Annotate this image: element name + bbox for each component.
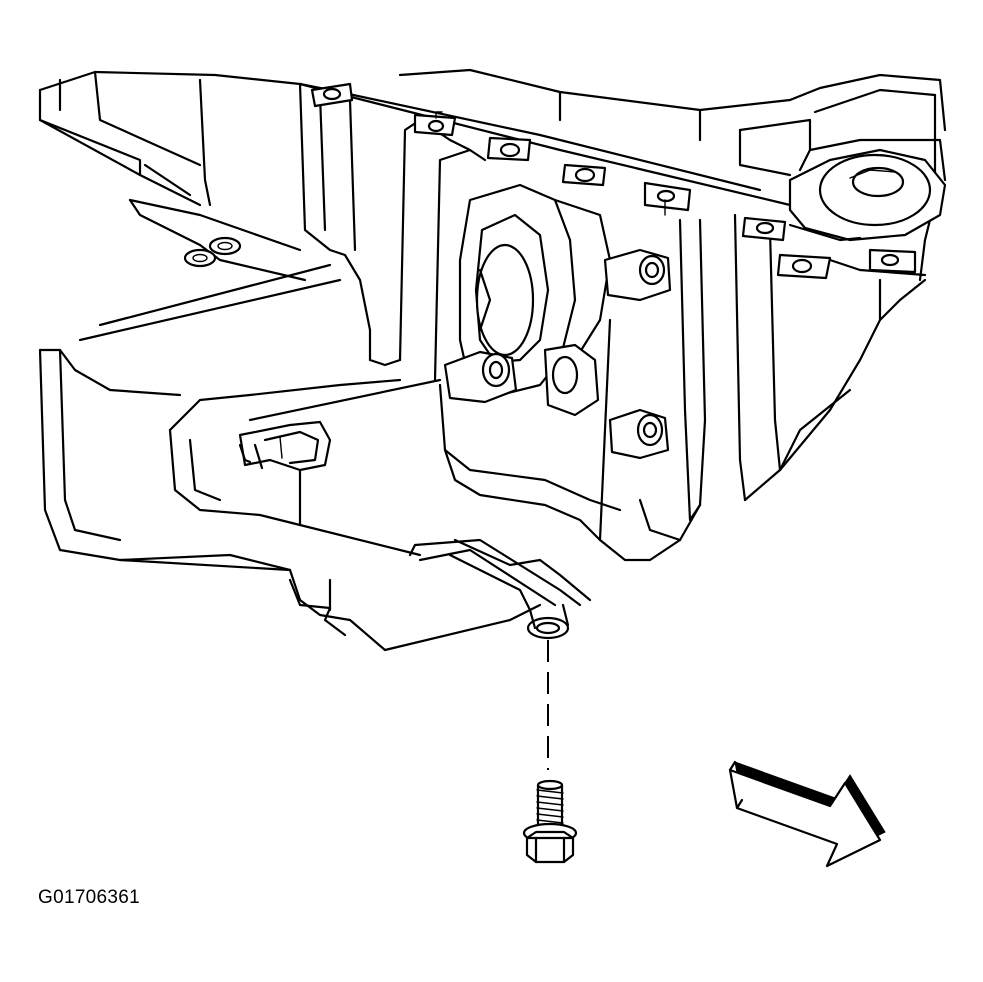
bolt-boss-row (310, 82, 917, 280)
bolt-boss (561, 163, 607, 187)
bolt-boss (310, 82, 354, 108)
oval-drain-mark (183, 236, 242, 268)
bolt-boss (413, 111, 457, 137)
bolt-boss (741, 216, 787, 242)
bolt-boss (868, 248, 917, 274)
bolt-boss (643, 181, 692, 216)
drain-plug-bolt (522, 779, 578, 864)
drain-hole (526, 603, 570, 640)
bolt-boss (486, 136, 532, 162)
oil-level-sensor (238, 420, 332, 472)
front-direction-arrow-icon (728, 760, 886, 868)
engine-block-outline (38, 68, 947, 652)
crankshaft-bore (458, 183, 612, 397)
mount-boss-upper-right (603, 248, 672, 302)
timing-cover-hub (788, 148, 947, 242)
mount-boss-lower-right (608, 408, 670, 460)
mount-boss-left (443, 350, 518, 404)
figure-id-label: G01706361 (38, 887, 141, 908)
mount-boss-center (543, 343, 600, 417)
bolt-boss (776, 253, 832, 280)
